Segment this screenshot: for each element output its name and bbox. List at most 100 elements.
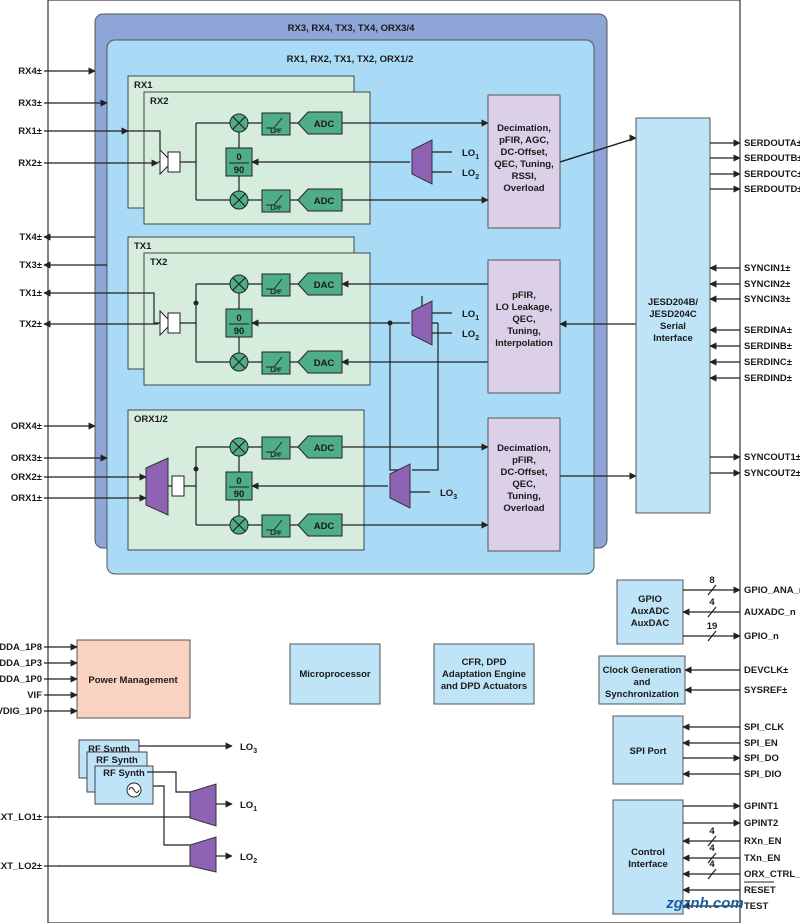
- tx1-chain-label: TX1: [134, 241, 152, 252]
- gpio-text-line: AuxADC: [631, 606, 670, 617]
- rx-dsp-text-line: pFIR, AGC,: [499, 135, 549, 146]
- left-pin-label: TX4±: [19, 232, 42, 243]
- rx-lo1-label: LO1: [462, 148, 479, 161]
- tx-lo2-label: LO2: [462, 329, 479, 342]
- orx-i-lpf-icon: [261, 436, 291, 460]
- power-management-label: Power Management: [88, 675, 178, 686]
- microprocessor-label: Microprocessor: [299, 669, 371, 680]
- svg-text:90: 90: [234, 165, 245, 176]
- left-pin-label: ORX1±: [11, 493, 42, 504]
- right-pin-label: ORX_CTRL_x: [744, 869, 800, 880]
- synth-lo1-label: LO1: [240, 800, 257, 813]
- svg-text:DAC: DAC: [314, 280, 335, 291]
- svg-text:RF Synth: RF Synth: [88, 744, 130, 755]
- left-pin-label: ORX2±: [11, 472, 42, 483]
- control-interface-block: [612, 799, 684, 915]
- right-pin-label: RXn_EN: [744, 836, 782, 847]
- rx-q-lpf-icon: [261, 189, 291, 213]
- microprocessor-block: [289, 643, 381, 705]
- tx-variable-attenuator-icon: [167, 312, 181, 334]
- clock-text-line: Clock Generation: [603, 665, 682, 676]
- right-pin-label: GPINT1: [744, 801, 779, 812]
- outer-block-label: RX3, RX4, TX3, TX4, ORX3/4: [288, 23, 415, 34]
- cfr-dpd-block: [433, 643, 535, 705]
- tx-i-lpf-icon: [261, 273, 291, 297]
- right-pin-label: TXn_EN: [744, 853, 781, 864]
- orx-input-mux-icon: [145, 457, 169, 516]
- left-pin-label: TX3±: [19, 260, 42, 271]
- left-pin-label: EXT_LO1±: [0, 812, 42, 823]
- tx2-chain-label: TX2: [150, 257, 167, 268]
- left-pin-label: VDDA_1P8: [0, 642, 42, 653]
- lo2-output-mux-icon: [189, 836, 217, 873]
- orx-dsp-text-line: Overload: [503, 503, 544, 514]
- svg-text:RF Synth: RF Synth: [96, 755, 138, 766]
- left-pin-label: VDDA_1P3: [0, 658, 42, 669]
- svg-text:LPF: LPF: [270, 129, 282, 135]
- orx-dsp-text-line: Decimation,: [497, 443, 551, 454]
- bus-width-label: 4: [709, 843, 715, 854]
- svg-text:ADC: ADC: [314, 443, 335, 454]
- right-pin-label: SPI_DO: [744, 753, 779, 764]
- synth-lo3-label: LO3: [240, 742, 257, 755]
- bus-width-label: 4: [709, 826, 715, 837]
- left-pin-label: RX3±: [18, 98, 42, 109]
- right-pin-label: SYNCIN3±: [744, 294, 790, 305]
- rx-variable-attenuator-icon: [167, 151, 181, 173]
- svg-text:ADC: ADC: [314, 119, 335, 130]
- tx-dsp-text-line: LO Leakage,: [496, 302, 553, 313]
- bus-width-label: 4: [709, 597, 715, 608]
- left-pin-label: VDIG_1P0: [0, 706, 42, 717]
- rx-dsp-text-line: Decimation,: [497, 123, 551, 134]
- right-pin-label: GPIO_n: [744, 631, 779, 642]
- rx-dsp-text-line: DC-Offset,: [501, 147, 548, 158]
- right-pin-label: SERDOUTA±: [744, 138, 800, 149]
- rx-chain-internals: LPF LPF ADC ADC 0 90: [158, 111, 489, 213]
- tx-dsp-text: pFIR,LO Leakage,QEC,Tuning,Interpolation: [495, 290, 553, 349]
- synth-lo2-label: LO2: [240, 852, 257, 865]
- right-pin-label: SPI_EN: [744, 738, 778, 749]
- left-pin-label: EXT_LO2±: [0, 861, 42, 872]
- tx-dsp-text-line: Interpolation: [495, 338, 553, 349]
- svg-text:0: 0: [236, 313, 241, 324]
- spi-port-block: [612, 715, 684, 785]
- jesd-text-line: Interface: [653, 333, 693, 344]
- svg-text:ADC: ADC: [314, 196, 335, 207]
- left-pin-label: VIF: [27, 690, 42, 701]
- spi-port-label: SPI Port: [630, 746, 668, 757]
- svg-text:0: 0: [236, 152, 241, 163]
- left-pin-label: RX2±: [18, 158, 42, 169]
- orx-dsp-text-line: QEC,: [512, 479, 535, 490]
- right-pin-label: SYSREF±: [744, 685, 787, 696]
- right-pin-label: SPI_DIO: [744, 769, 782, 780]
- rx-dsp-text-line: RSSI,: [512, 171, 537, 182]
- right-pin-label: SYNCIN2±: [744, 279, 790, 290]
- left-pin-label: RX4±: [18, 66, 42, 77]
- jesd-text-line: JESD204C: [649, 309, 697, 320]
- svg-text:RF Synth: RF Synth: [103, 768, 145, 779]
- orx-dsp-text-line: pFIR,: [512, 455, 536, 466]
- clock-text-line: and: [634, 677, 651, 688]
- orx-chain-internals: LPF LPF ADC ADC 0 90: [145, 323, 489, 538]
- jesd-text-line: JESD204B/: [648, 297, 699, 308]
- left-pin-label: RX1±: [18, 126, 42, 137]
- right-pin-label: RESET: [744, 885, 776, 896]
- orx-dsp-text-line: DC-Offset,: [501, 467, 548, 478]
- orx-lo3-label: LO3: [440, 488, 457, 501]
- rx-lo-mux-icon: [411, 139, 433, 185]
- rx-i-lpf-icon: [261, 112, 291, 136]
- gpio-text-line: AuxDAC: [631, 618, 670, 629]
- tx-chain-internals: LPF LPF DAC DAC 0 90: [158, 272, 488, 471]
- tx-dsp-text-line: QEC,: [512, 314, 535, 325]
- rx-lo2-label: LO2: [462, 168, 479, 181]
- svg-text:LPF: LPF: [270, 453, 282, 459]
- clock-generation-block: [598, 655, 686, 705]
- bus-width-label: 8: [709, 575, 714, 586]
- orx-chain-label: ORX1/2: [134, 414, 168, 425]
- left-pin-label: ORX4±: [11, 421, 42, 432]
- left-pin-label: TX1±: [19, 288, 42, 299]
